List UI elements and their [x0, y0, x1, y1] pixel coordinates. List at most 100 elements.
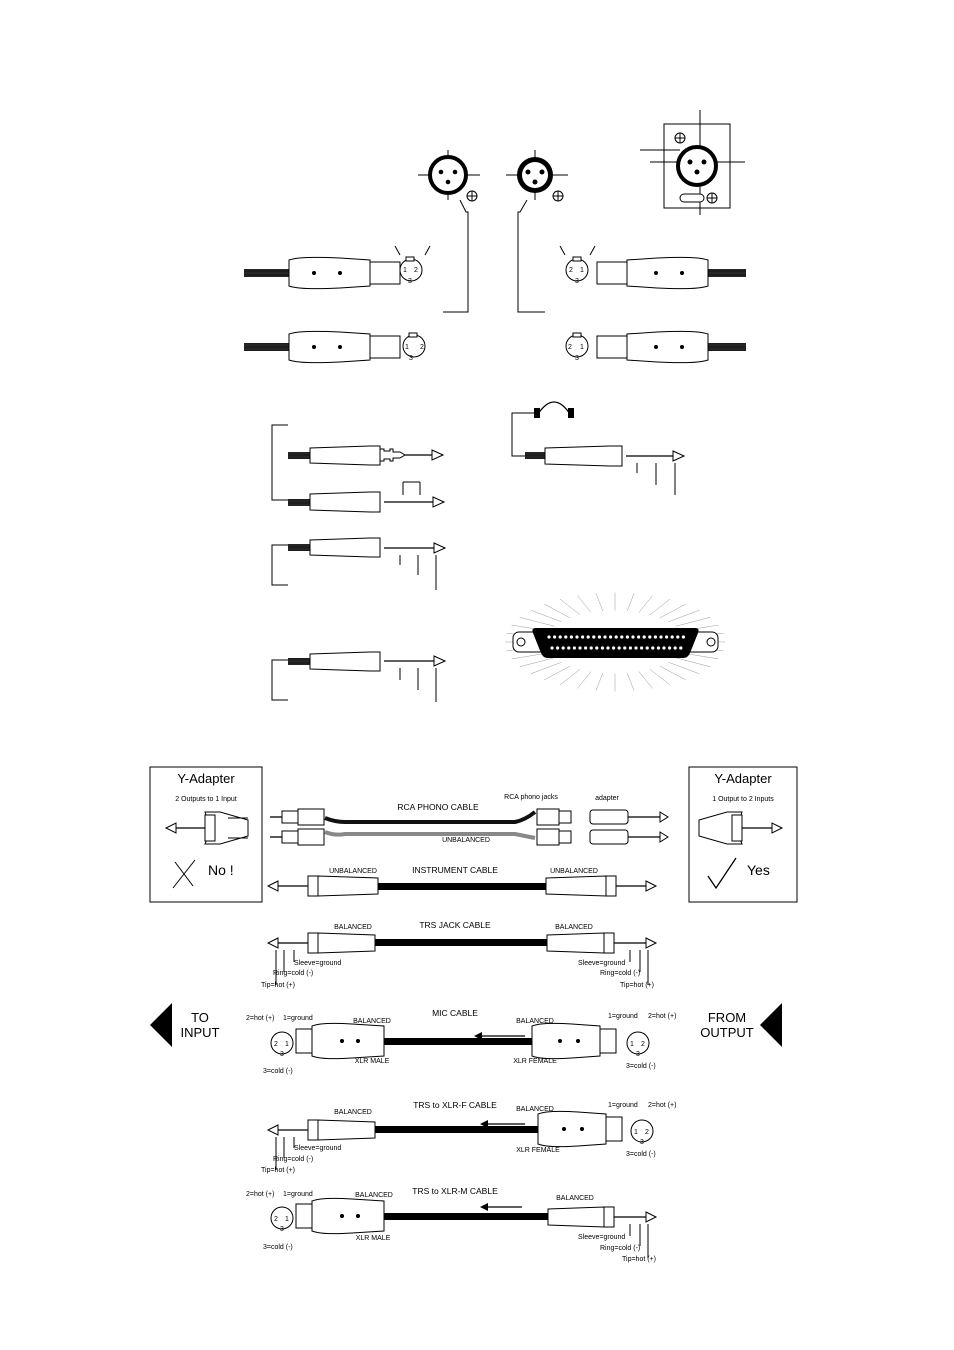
svg-text:1=ground: 1=ground [283, 1015, 313, 1022]
svg-text:1=ground: 1=ground [283, 1191, 313, 1198]
svg-text:BALANCED: BALANCED [334, 924, 372, 931]
svg-text:3: 3 [575, 355, 579, 362]
svg-text:2=hot (+): 2=hot (+) [246, 1191, 274, 1198]
svg-text:Sleeve=ground: Sleeve=ground [294, 1145, 341, 1152]
svg-text:Ring=cold (-): Ring=cold (-) [273, 1156, 313, 1163]
svg-text:3: 3 [640, 1139, 644, 1146]
leader-line [443, 199, 469, 313]
svg-text:2=hot (+): 2=hot (+) [648, 1013, 676, 1020]
svg-text:BALANCED: BALANCED [334, 1109, 372, 1116]
svg-text:RCA PHONO CABLE: RCA PHONO CABLE [397, 802, 479, 812]
y-adapter-panel-left: Y-Adapter 2 Outputs to 1 Input No ! [149, 766, 263, 903]
svg-text:Tip=hot (+): Tip=hot (+) [261, 1167, 295, 1174]
mic-cable: MIC CABLE BALANCED BALANCED XLR MALE XLR… [246, 1008, 676, 1075]
svg-text:TRS to XLR-F CABLE: TRS to XLR-F CABLE [413, 1100, 497, 1110]
stereo-jack-3 [271, 651, 447, 702]
svg-text:2: 2 [569, 267, 573, 274]
svg-text:Y-Adapter: Y-Adapter [714, 771, 772, 786]
from-output-arrow: FROM OUTPUT [700, 1003, 782, 1047]
svg-text:3=cold (-): 3=cold (-) [263, 1068, 293, 1075]
svg-text:3: 3 [280, 1051, 284, 1058]
svg-text:3: 3 [280, 1226, 284, 1233]
svg-text:INSTRUMENT CABLE: INSTRUMENT CABLE [412, 865, 498, 875]
svg-text:2: 2 [414, 267, 418, 274]
svg-text:1 Output to 2 Inputs: 1 Output to 2 Inputs [712, 796, 774, 803]
svg-text:XLR MALE: XLR MALE [356, 1235, 391, 1242]
svg-text:BALANCED: BALANCED [516, 1018, 554, 1025]
svg-text:TRS JACK CABLE: TRS JACK CABLE [419, 920, 491, 930]
svg-text:BALANCED: BALANCED [355, 1192, 393, 1199]
svg-text:BALANCED: BALANCED [516, 1106, 554, 1113]
svg-text:1=ground: 1=ground [608, 1102, 638, 1109]
svg-text:INPUT: INPUT [181, 1025, 220, 1040]
svg-text:3: 3 [575, 278, 579, 285]
svg-text:OUTPUT: OUTPUT [700, 1025, 754, 1040]
svg-text:2: 2 [568, 344, 572, 351]
trs-to-xlrm-cable: TRS to XLR-M CABLE BALANCED BALANCED XLR… [246, 1186, 658, 1263]
xlr-male-face [506, 150, 568, 202]
svg-text:1: 1 [285, 1216, 289, 1223]
svg-text:1: 1 [634, 1129, 638, 1136]
xlr-panel-socket [640, 110, 745, 215]
stereo-jack-2 [271, 537, 447, 590]
stereo-jack-1 [288, 481, 446, 513]
y-adapter-panel-right: Y-Adapter 1 Output to 2 Inputs Yes [688, 766, 798, 903]
svg-text:3: 3 [408, 278, 412, 285]
svg-text:FROM: FROM [708, 1010, 746, 1025]
svg-text:1=ground: 1=ground [608, 1013, 638, 1020]
svg-text:TO: TO [191, 1010, 209, 1025]
svg-text:Y-Adapter: Y-Adapter [177, 771, 235, 786]
svg-text:TRS to XLR-M CABLE: TRS to XLR-M CABLE [412, 1186, 498, 1196]
svg-text:3=cold (-): 3=cold (-) [626, 1151, 656, 1158]
svg-text:Tip=hot (+): Tip=hot (+) [261, 982, 295, 989]
svg-text:adapter: adapter [595, 795, 619, 802]
leader-line [517, 199, 545, 313]
svg-text:2: 2 [420, 344, 424, 351]
trs-jack-cable: TRS JACK CABLE BALANCED BALANCED Sleeve=… [261, 920, 658, 989]
headphone-jack [511, 401, 686, 495]
svg-text:XLR FEMALE: XLR FEMALE [513, 1058, 557, 1065]
instrument-cable: INSTRUMENT CABLE UNBALANCED UNBALANCED [266, 865, 658, 897]
svg-text:3=cold (-): 3=cold (-) [263, 1244, 293, 1251]
rca-phono-cable: RCA PHONO CABLE UNBALANCED RCA phono jac… [270, 794, 669, 846]
svg-text:3: 3 [636, 1051, 640, 1058]
dsub-connector [505, 592, 725, 692]
svg-text:2=hot (+): 2=hot (+) [246, 1015, 274, 1022]
mono-jack-1 [271, 424, 445, 501]
svg-text:2: 2 [645, 1129, 649, 1136]
svg-text:Tip=hot (+): Tip=hot (+) [622, 1256, 656, 1263]
svg-text:2=hot (+): 2=hot (+) [648, 1102, 676, 1109]
svg-text:BALANCED: BALANCED [556, 1195, 594, 1202]
svg-text:3=cold (-): 3=cold (-) [626, 1063, 656, 1070]
svg-text:Sleeve=ground: Sleeve=ground [578, 1234, 625, 1241]
svg-text:1: 1 [580, 344, 584, 351]
svg-text:1: 1 [403, 267, 407, 274]
to-input-arrow: TO INPUT [150, 1003, 220, 1047]
svg-text:2: 2 [641, 1041, 645, 1048]
svg-text:XLR MALE: XLR MALE [355, 1058, 390, 1065]
svg-text:2: 2 [274, 1216, 278, 1223]
svg-text:Sleeve=ground: Sleeve=ground [578, 960, 625, 967]
svg-text:XLR FEMALE: XLR FEMALE [516, 1147, 560, 1154]
svg-text:2: 2 [274, 1041, 278, 1048]
trs-to-xlrf-cable: TRS to XLR-F CABLE BALANCED BALANCED XLR… [261, 1100, 676, 1174]
svg-text:Ring=cold (-): Ring=cold (-) [273, 970, 313, 977]
svg-text:Ring=cold (-): Ring=cold (-) [600, 970, 640, 977]
svg-text:1: 1 [580, 267, 584, 274]
svg-text:Sleeve=ground: Sleeve=ground [294, 960, 341, 967]
svg-text:No !: No ! [208, 862, 234, 878]
svg-text:Tip=hot (+): Tip=hot (+) [620, 982, 654, 989]
svg-text:UNBALANCED: UNBALANCED [329, 868, 377, 875]
svg-text:3: 3 [409, 355, 413, 362]
svg-text:2 Outputs to 1 Input: 2 Outputs to 1 Input [175, 796, 237, 803]
svg-text:UNBALANCED: UNBALANCED [550, 868, 598, 875]
svg-text:MIC CABLE: MIC CABLE [432, 1008, 478, 1018]
xlr-female-face [418, 150, 480, 202]
svg-text:BALANCED: BALANCED [353, 1018, 391, 1025]
xlr-female-plug-top-2: 2 13 [565, 330, 746, 364]
svg-text:BALANCED: BALANCED [555, 924, 593, 931]
